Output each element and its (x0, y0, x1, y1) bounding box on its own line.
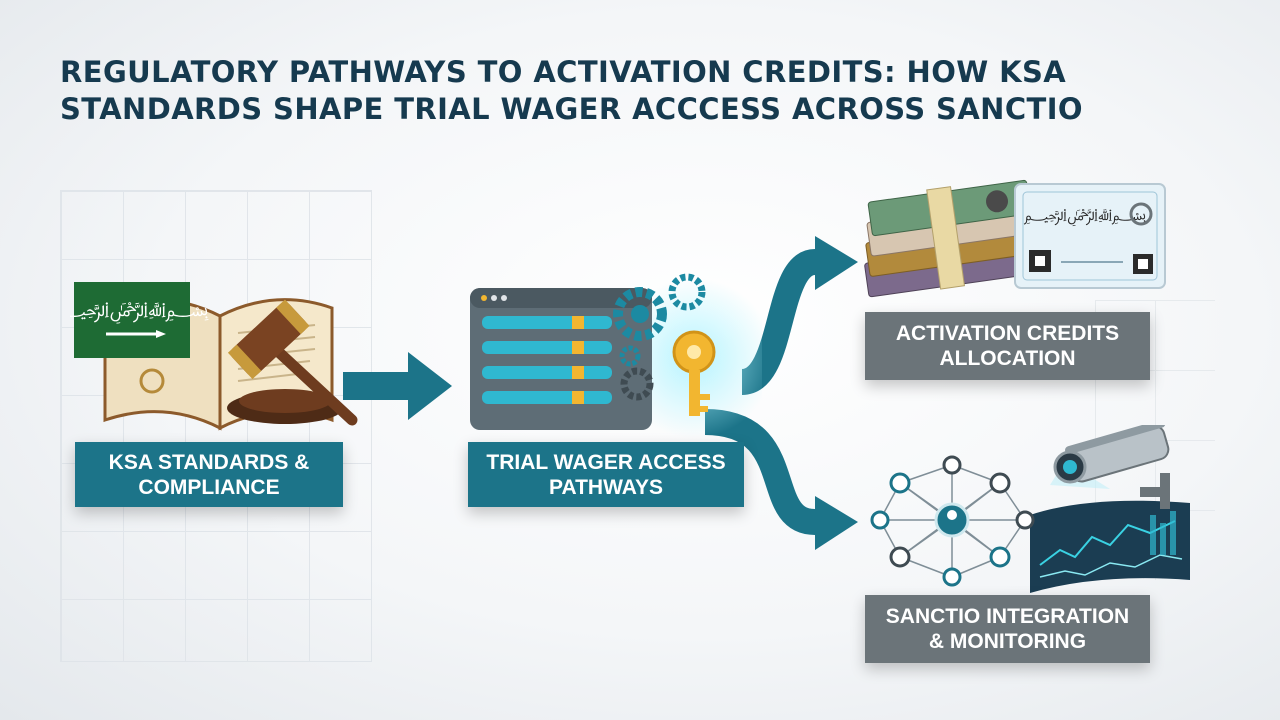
monitoring-illustration (870, 425, 1190, 593)
trial-access-illustration (470, 273, 762, 438)
trial-access-line-1: TRIAL WAGER ACCESS (486, 450, 726, 474)
svg-text:﷽: ﷽ (1024, 205, 1147, 227)
ksa-standards-box: KSA STANDARDS & COMPLIANCE (75, 442, 343, 507)
network-nodes (870, 455, 1035, 587)
saudi-flag-icon: ﷽ (70, 282, 209, 358)
ksa-illustration: ﷽ (70, 282, 358, 431)
sanctio-monitoring-box: SANCTIO INTEGRATION & MONITORING (865, 595, 1150, 663)
ksa-standards-line-1: KSA STANDARDS & (108, 450, 310, 474)
arrow-icon (343, 352, 452, 420)
credits-illustration: ﷽ (864, 179, 1166, 298)
sanctio-monitoring-line-1: SANCTIO INTEGRATION (885, 605, 1130, 628)
ksa-standards-line-2: COMPLIANCE (138, 475, 280, 499)
gavel-icon (227, 299, 358, 426)
key-icon (672, 330, 716, 416)
activation-credits-box: ACTIVATION CREDITS ALLOCATION (865, 312, 1150, 380)
browser-window-icon (470, 288, 652, 430)
certificate-icon: ﷽ (1014, 183, 1166, 289)
data-screen-icon (1030, 500, 1190, 593)
title-line-2: STANDARDS SHAPE TRIAL WAGER ACCCESS ACRO… (60, 92, 1083, 126)
arrowhead-down (815, 496, 858, 550)
page-title: REGULATORY PATHWAYS TO ACTIVATION CREDIT… (60, 54, 1240, 128)
activation-credits-line-2: ALLOCATION (939, 347, 1076, 370)
title-line-1: REGULATORY PATHWAYS TO ACTIVATION CREDIT… (60, 55, 1067, 89)
arrowhead-up (815, 236, 858, 290)
sanctio-monitoring-line-2: & MONITORING (928, 630, 1087, 653)
banknotes-icon (864, 179, 1032, 298)
background-grid (60, 190, 372, 662)
gear-icon (613, 273, 706, 401)
activation-credits-line-1: ACTIVATION CREDITS (895, 322, 1120, 345)
security-camera-icon (1050, 425, 1170, 509)
trial-access-box: TRIAL WAGER ACCESS PATHWAYS (468, 442, 744, 507)
trial-access-line-2: PATHWAYS (549, 475, 663, 499)
svg-text:﷽: ﷽ (70, 297, 209, 324)
